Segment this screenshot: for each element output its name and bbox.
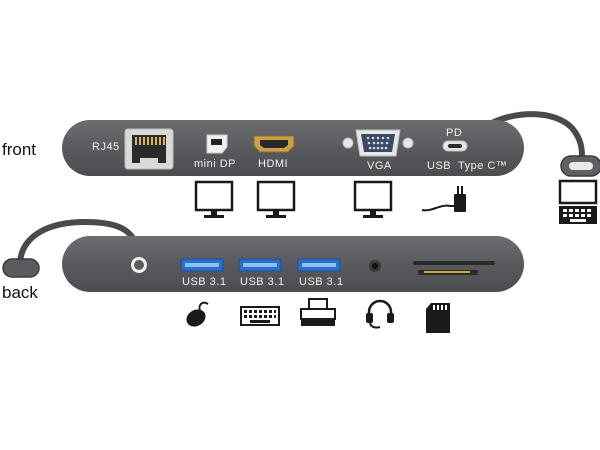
mini-dp-port-icon: [206, 134, 228, 154]
sd-card-icon: [426, 303, 450, 333]
headset-icon: [366, 299, 394, 329]
cable-socket-icon: [131, 257, 147, 273]
usb-c-port-icon: [442, 140, 468, 152]
laptop-icon: [558, 179, 598, 224]
mouse-icon: [186, 301, 209, 327]
monitor-icon: [353, 180, 393, 218]
card-reader-slot-icon: [413, 261, 495, 275]
usb-a-port-icon: [238, 258, 282, 272]
hdmi-label: HDMI: [258, 158, 289, 170]
audio-jack-icon: [369, 260, 381, 272]
back-cable-plug-icon: [2, 258, 40, 278]
monitor-icon: [256, 180, 296, 218]
hdmi-port-icon: [253, 135, 295, 153]
usb-c-plug-icon: [560, 155, 600, 177]
usb-c-label: USB Type C™: [427, 160, 508, 172]
printer-icon: [300, 298, 336, 326]
keyboard-icon: [240, 306, 280, 326]
pd-label: PD: [446, 127, 463, 139]
rj45-label: RJ45: [92, 141, 120, 153]
usb-3-1-label-2: USB 3.1: [240, 276, 285, 288]
vga-port-icon: [342, 129, 414, 157]
usb-a-port-icon: [180, 258, 224, 272]
power-adapter-icon: [421, 186, 466, 212]
monitor-icon: [194, 180, 234, 218]
front-label: front: [2, 140, 37, 159]
back-dock: USB 3.1 USB 3.1 USB 3.1: [62, 236, 524, 292]
front-dock: RJ45 mini DP HDMI VGA PD USB Type C™: [62, 120, 524, 176]
usb-a-port-icon: [297, 258, 341, 272]
back-label: back: [2, 283, 38, 302]
usb-3-1-label-3: USB 3.1: [299, 276, 344, 288]
mini-dp-label: mini DP: [194, 158, 237, 170]
usb-3-1-label-1: USB 3.1: [182, 276, 227, 288]
vga-label: VGA: [367, 160, 392, 172]
rj45-port-icon: [124, 128, 174, 170]
